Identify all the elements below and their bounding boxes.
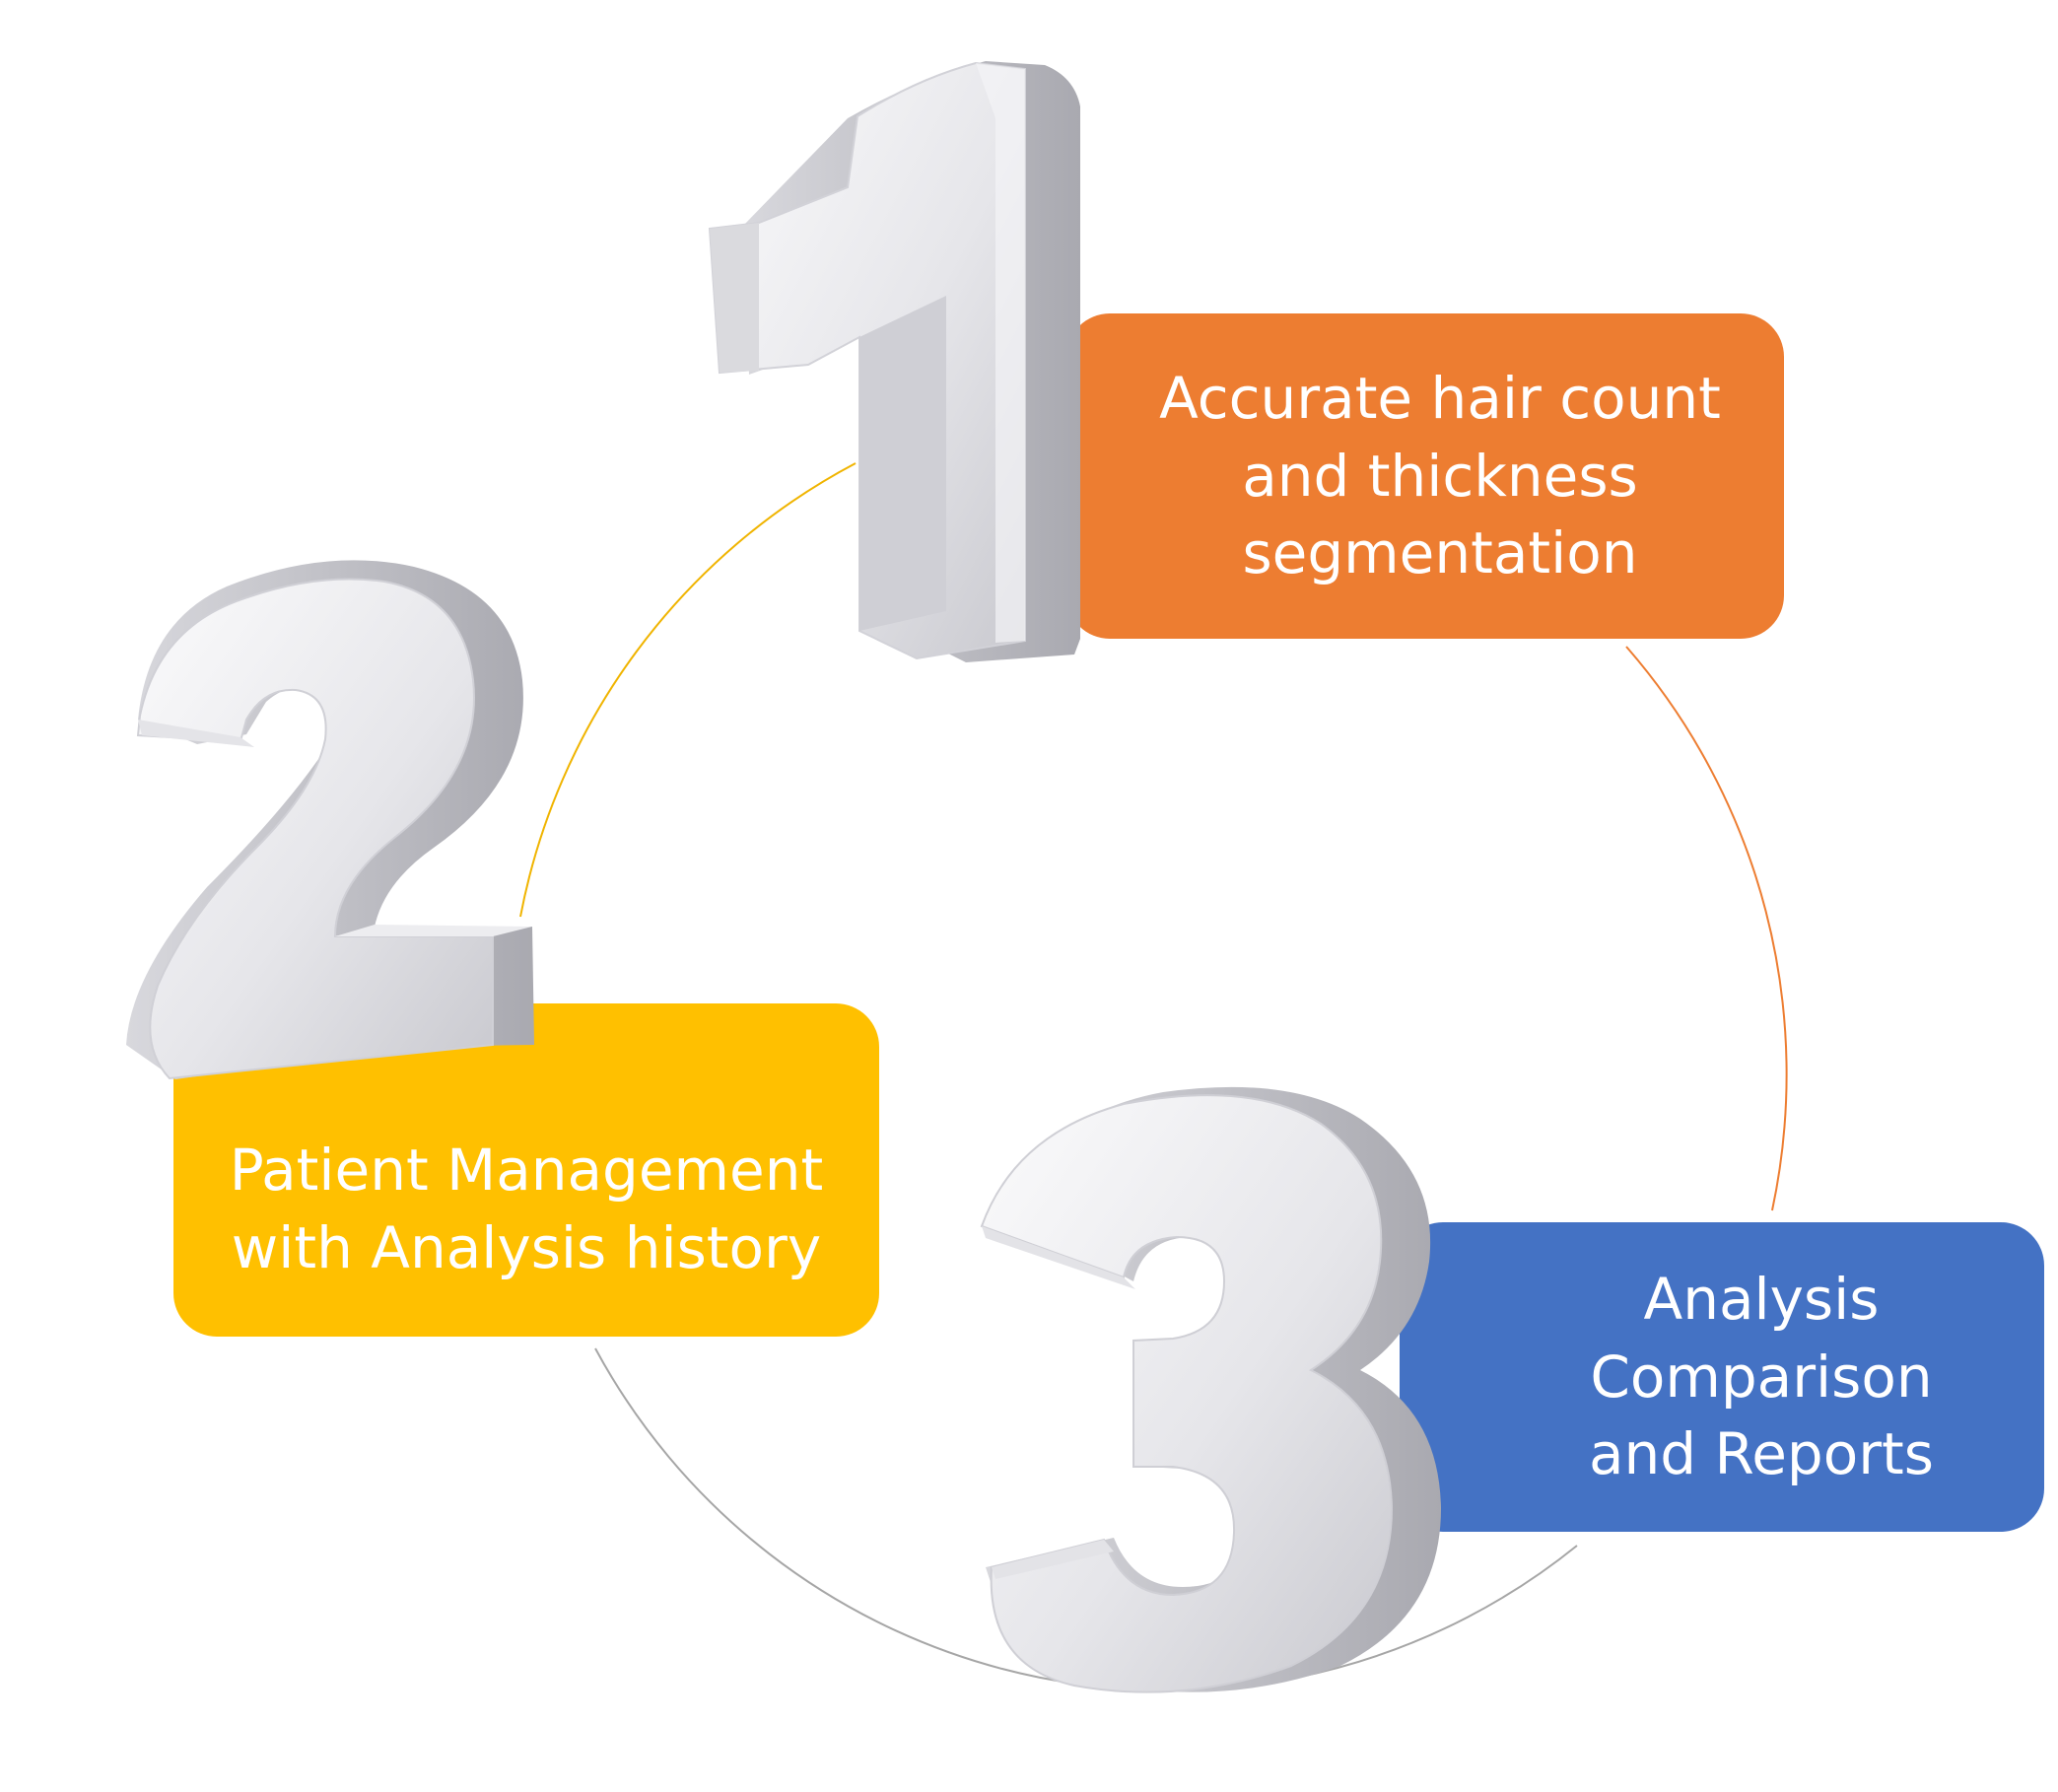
digit-3-graphic xyxy=(980,1086,1441,1693)
step-2-text: Patient Management with Analysis history xyxy=(230,1132,823,1287)
step-3-line-1: Analysis Comparison xyxy=(1590,1265,1933,1411)
ring-arc-yellow xyxy=(519,462,857,918)
step-1-line-3: segmentation xyxy=(1242,519,1638,587)
step-3-box: Analysis Comparison and Reports xyxy=(1400,1222,2044,1532)
digit-2-graphic xyxy=(126,560,534,1080)
digit-1-graphic xyxy=(708,61,1080,662)
step-3-line-2: and Reports xyxy=(1588,1420,1935,1488)
step-3-text: Analysis Comparison and Reports xyxy=(1478,1261,2044,1494)
step-2-box: Patient Management with Analysis history xyxy=(173,1003,879,1337)
step-1-text: Accurate hair count and thickness segmen… xyxy=(1159,360,1721,593)
step-1-line-1: Accurate hair count xyxy=(1159,364,1721,432)
step-2-line-2: with Analysis history xyxy=(231,1214,822,1281)
step-1-box: Accurate hair count and thickness segmen… xyxy=(1066,313,1784,639)
step-1-line-2: and thickness xyxy=(1242,442,1638,510)
step-2-line-1: Patient Management xyxy=(229,1137,824,1205)
ring-arc-orange xyxy=(1625,646,1788,1211)
